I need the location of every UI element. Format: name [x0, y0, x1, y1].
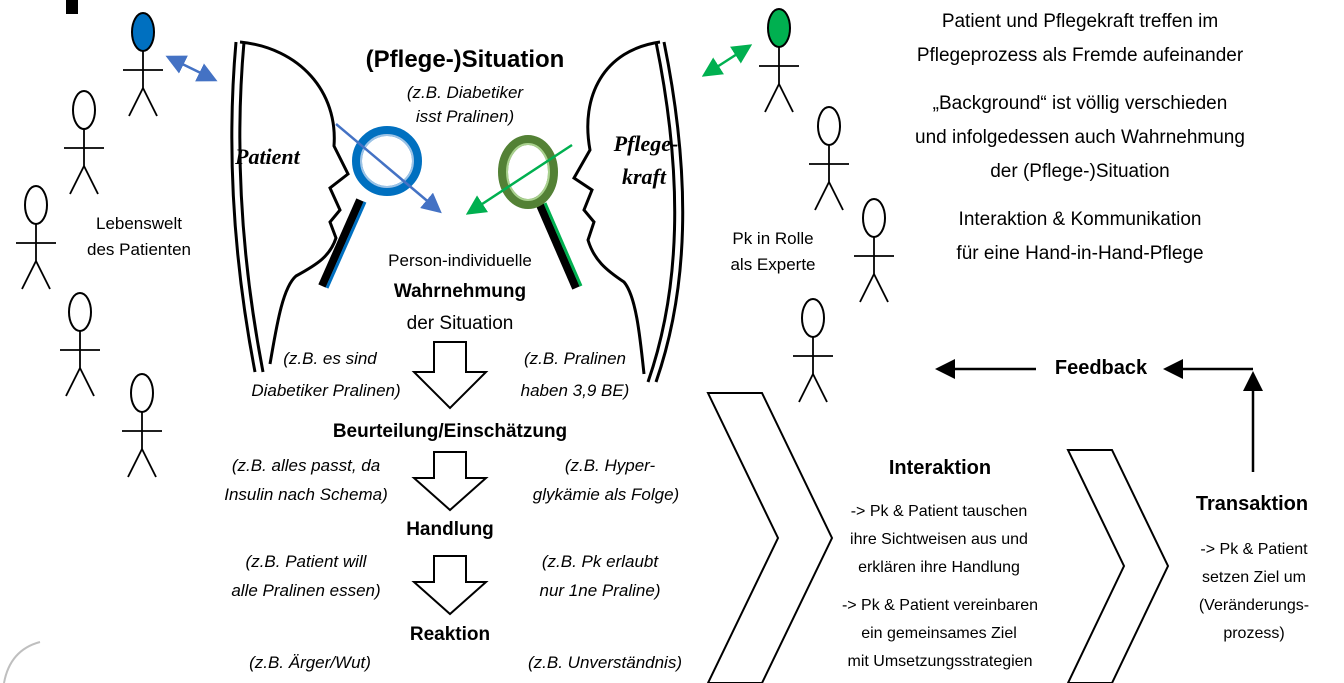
patient-figure [123, 12, 163, 117]
transaction-line-3: (Veränderungs- [1198, 597, 1310, 614]
nurse-figure [759, 8, 799, 113]
interaction-line-2: ihre Sichtweisen aus und [850, 531, 1028, 548]
chevron-interaction [706, 392, 834, 683]
interaction-line-3: erklären ihre Handlung [858, 559, 1020, 576]
patient-perception-arrow [335, 123, 442, 214]
interaction-line-1: -> Pk & Patient tauschen [850, 503, 1028, 520]
chevron-transaction [1066, 449, 1170, 683]
interaction-line-5: ein gemeinsames Ziel [861, 625, 1017, 642]
transaction-line-4: prozess) [1223, 625, 1285, 642]
note-2-line-1: „Background“ ist völlig verschieden [932, 93, 1228, 114]
perception-line-1: Person-individuelle [388, 251, 532, 270]
transaction-title: Transaktion [1195, 493, 1309, 515]
action-right-example-1: (z.B. Pk erlaubt [541, 552, 659, 571]
lifeworld-figure [59, 292, 101, 397]
reaction-right-example: (z.B. Unverständnis) [528, 653, 682, 672]
expert-figure [792, 298, 834, 403]
down-arrow-assessment [411, 451, 489, 512]
expert-figure [808, 106, 850, 211]
expert-label-1: Pk in Rolle [732, 229, 814, 248]
perception-line-3: der Situation [406, 313, 514, 334]
green-double-arrow [701, 44, 753, 77]
nurse-perception-arrow [465, 143, 573, 215]
interaction-title: Interaktion [888, 457, 992, 479]
down-arrow-perception [411, 341, 489, 410]
patient-label: Patient [235, 144, 300, 169]
assessment-left-example-1: (z.B. alles passt, da [231, 456, 381, 475]
assessment-left-example-2: Insulin nach Schema) [224, 485, 388, 504]
expert-label-2: als Experte [730, 255, 816, 274]
lifeworld-figure [63, 90, 105, 195]
situation-example-1: (z.B. Diabetiker [406, 83, 524, 102]
situation-title: (Pflege-)Situation [365, 46, 565, 73]
transaction-line-2: setzen Ziel um [1201, 569, 1307, 586]
assessment-right-example-2: glykämie als Folge) [532, 485, 680, 504]
note-3-line-2: für eine Hand-in-Hand-Pflege [956, 243, 1204, 264]
corner-arc [3, 641, 41, 683]
action-left-example-2: alle Pralinen essen) [231, 581, 381, 600]
lifeworld-figure [121, 373, 163, 478]
note-3-line-1: Interaktion & Kommunikation [958, 209, 1202, 230]
nurse-label-2: kraft [622, 164, 666, 189]
nurse-label-1: Pflege- [613, 131, 679, 156]
blue-double-arrow [165, 55, 218, 82]
perception-left-example-1: (z.B. es sind [283, 349, 377, 368]
lifeworld-label-1: Lebenswelt [95, 214, 182, 233]
situation-example-2: isst Pralinen) [415, 107, 515, 126]
lifeworld-figure [15, 185, 57, 290]
stage-action: Handlung [406, 519, 494, 540]
nurse-magnifier [498, 135, 583, 290]
transaction-line-1: -> Pk & Patient [1200, 541, 1308, 558]
perception-right-example-1: (z.B. Pralinen [523, 349, 627, 368]
action-left-example-1: (z.B. Patient will [245, 552, 367, 571]
note-2-line-3: der (Pflege-)Situation [990, 161, 1170, 182]
lifeworld-label-2: des Patienten [87, 240, 191, 259]
feedback-label: Feedback [1054, 357, 1148, 379]
perception-left-example-2: Diabetiker Pralinen) [251, 381, 401, 400]
perception-right-example-2: haben 3,9 BE) [520, 381, 630, 400]
note-2-line-2: und infolgedessen auch Wahrnehmung [915, 127, 1245, 148]
perception-line-2: Wahrnehmung [393, 281, 527, 302]
reaction-left-example: (z.B. Ärger/Wut) [249, 653, 371, 672]
patient-magnifier [318, 126, 422, 289]
note-1-line-2: Pflegeprozess als Fremde aufeinander [916, 45, 1244, 66]
down-arrow-action [411, 555, 489, 616]
stage-reaction: Reaktion [409, 624, 491, 645]
action-right-example-2: nur 1ne Praline) [539, 581, 661, 600]
nurse-head-profile [572, 40, 685, 383]
corner-mark [66, 0, 78, 14]
note-1-line-1: Patient und Pflegekraft treffen im [941, 11, 1219, 32]
patient-head-profile [230, 40, 350, 373]
interaction-line-4: -> Pk & Patient vereinbaren [841, 597, 1039, 614]
stage-assessment: Beurteilung/Einschätzung [332, 421, 568, 442]
interaction-line-6: mit Umsetzungsstrategien [847, 653, 1033, 670]
assessment-right-example-1: (z.B. Hyper- [564, 456, 656, 475]
